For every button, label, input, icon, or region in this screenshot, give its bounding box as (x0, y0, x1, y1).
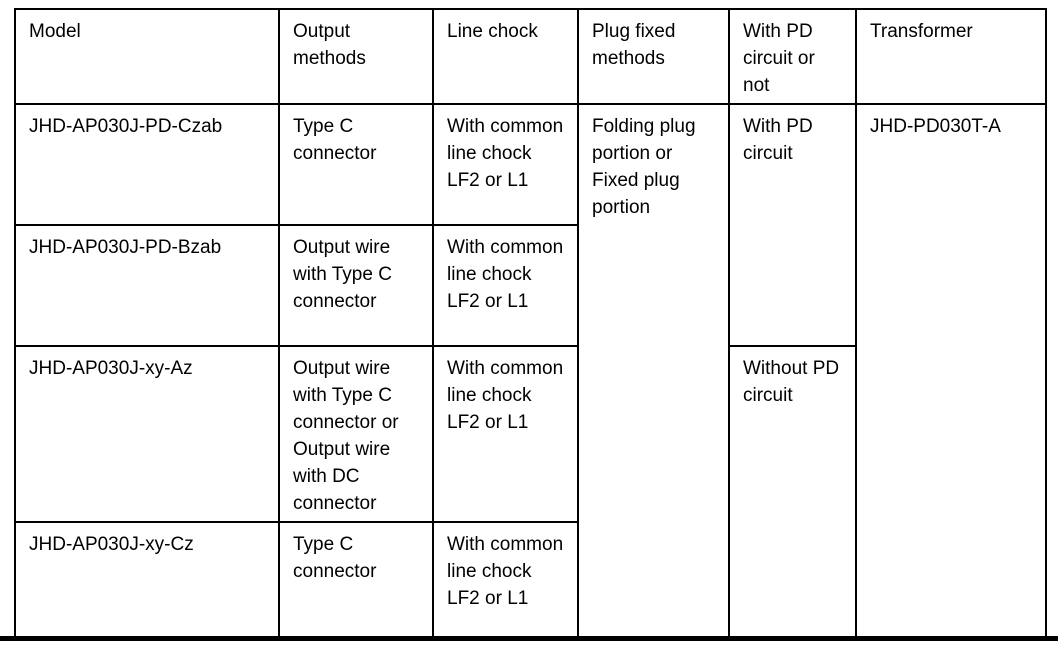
table-row: JHD-AP030J-xy-Cz Type C connector With c… (14, 521, 1046, 640)
col-header-line-chock: Line chock (432, 8, 579, 105)
model-cell: JHD-AP030J-PD-Bzab (14, 224, 280, 347)
col-header-output-methods: Output methods (278, 8, 434, 105)
model-cell: JHD-AP030J-xy-Az (14, 345, 280, 523)
line-chock-cell: With common line chock LF2 or L1 (432, 224, 579, 347)
transformer-cell: JHD-PD030T-A (855, 103, 1047, 640)
model-cell: JHD-AP030J-xy-Cz (14, 521, 280, 640)
output-method-cell: Type C connector (278, 521, 434, 640)
line-chock-cell: With common line chock LF2 or L1 (432, 521, 579, 640)
plug-fixed-methods-cell: Folding plug portion or Fixed plug porti… (577, 103, 730, 640)
model-cell: JHD-AP030J-PD-Czab (14, 103, 280, 226)
page-separator-line (0, 636, 1058, 641)
table-row: JHD-AP030J-PD-Czab Type C connector With… (14, 103, 1047, 640)
table-row: JHD-AP030J-PD-Bzab Output wire with Type… (14, 224, 1046, 347)
line-chock-cell: With common line chock LF2 or L1 (432, 345, 579, 523)
col-header-model: Model (14, 8, 280, 105)
col-header-transformer: Transformer (855, 8, 1047, 105)
with-pd-circuit-cell: With PD circuit (728, 103, 857, 347)
without-pd-circuit-cell: Without PD circuit (728, 345, 857, 640)
header-row: Model Output methods Line chock Plug fix… (14, 8, 1047, 105)
model-spec-table: Model Output methods Line chock Plug fix… (14, 8, 1047, 640)
line-chock-cell: With common line chock LF2 or L1 (432, 103, 579, 226)
output-method-cell: Output wire with Type C connector (278, 224, 434, 347)
table-row: JHD-AP030J-xy-Az Output wire with Type C… (14, 345, 1046, 640)
col-header-plug-fixed: Plug fixed methods (577, 8, 730, 105)
col-header-pd-circuit: With PD circuit or not (728, 8, 857, 105)
output-method-cell: Type C connector (278, 103, 434, 226)
output-method-cell: Output wire with Type C connector or Out… (278, 345, 434, 523)
